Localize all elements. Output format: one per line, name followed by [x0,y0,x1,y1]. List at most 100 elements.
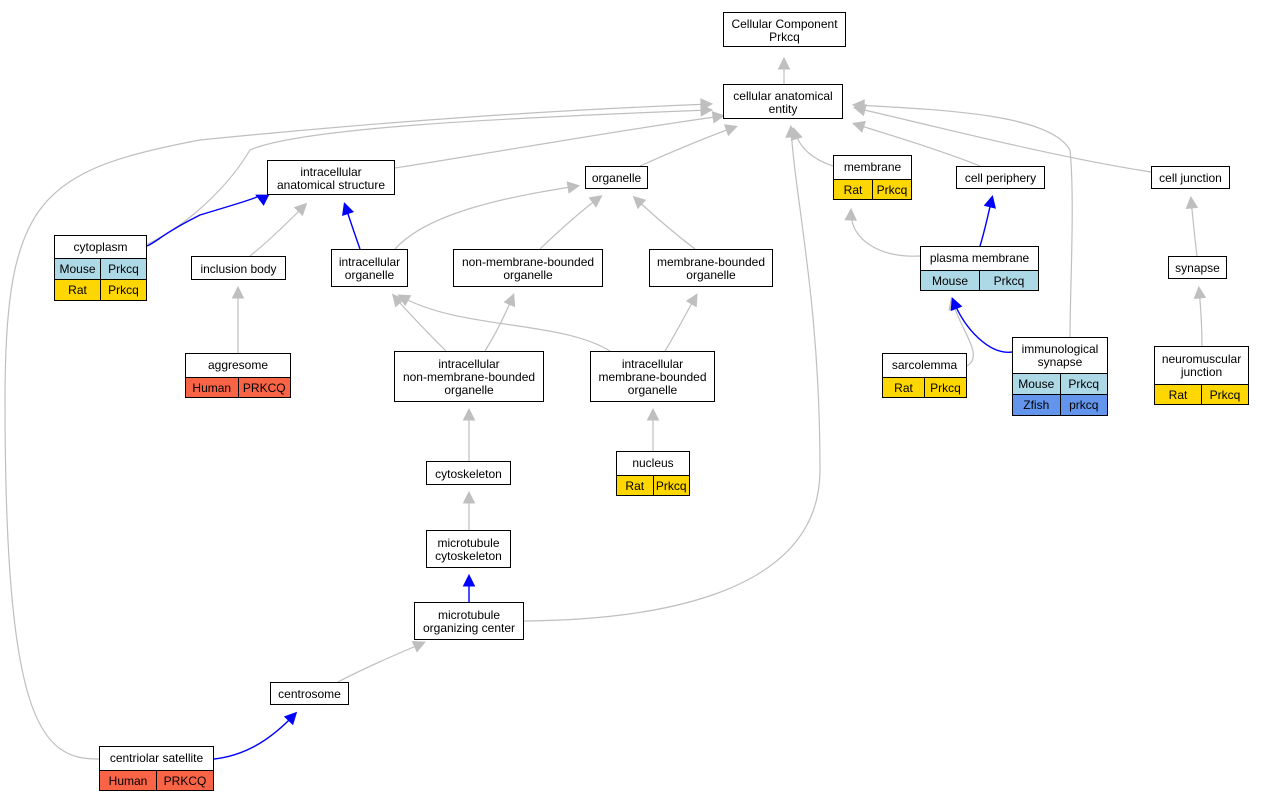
edge-organelle-to-cae [639,126,736,167]
gene-symbol-cell: Prkcq [100,259,146,279]
gene-symbol-cell: Prkcq [979,271,1038,290]
arrowhead-aggresome-to-inclusionbody [231,285,245,299]
edge-cellperiphery-to-cae [854,123,981,167]
node-inclusionbody[interactable]: inclusion body [191,256,286,280]
node-title: microtubule cytoskeleton [435,536,502,563]
edge-mtoc-to-cae [523,127,821,622]
node-title: plasma membrane [929,251,1030,265]
edge-centsat-to-cae [4,103,711,760]
node-root[interactable]: Cellular Component Prkcq [723,12,846,47]
node-title: neuromuscular junction [1161,351,1242,379]
arrowhead-cae-to-root [777,56,791,70]
node-mbo[interactable]: membrane-bounded organelle [649,249,773,287]
node-imbo[interactable]: intracellular membrane-bounded organelle [590,351,715,402]
species-cell: Rat [883,378,924,397]
arrowhead-cytoskeleton-to-inmbo [462,407,476,421]
edge-immsynapse-to-cae [854,104,1073,338]
node-title: cytoskeleton [435,466,502,481]
node-centrosome[interactable]: centrosome [270,682,349,705]
node-title: intracellular membrane-bounded organelle [598,357,707,397]
arrowhead-nucleus-to-imbo [646,407,660,421]
node-cytoskeleton[interactable]: cytoskeleton [426,461,511,485]
node-title: inclusion body [200,261,277,276]
species-cell: Rat [55,280,100,300]
edge-centsat-to-centrosome [213,713,296,760]
gene-symbol-cell: Prkcq [924,378,966,397]
node-cae[interactable]: cellular anatomical entity [723,84,843,119]
species-cell: Mouse [55,259,100,279]
species-cell: Mouse [921,271,979,290]
gene-symbol-cell: Prkcq [1059,374,1107,394]
edge-nmbo-to-organelle [539,196,601,250]
species-cell: Mouse [1013,374,1060,394]
node-title: organelle [591,171,642,185]
node-title: immunological synapse [1021,341,1099,369]
edge-cytoplasm-to-ias [146,195,259,247]
arrowhead-imbo-to-intraorganelle [397,294,412,307]
node-inmbo[interactable]: intracellular non-membrane-bounded organ… [394,351,544,402]
edge-celljunction-to-cae [855,107,1152,173]
arrowhead-immsynapse-to-cae [851,99,865,112]
node-mtoc[interactable]: microtubule organizing center [414,602,524,640]
species-cell: Human [100,771,156,790]
node-organelle[interactable]: organelle [585,166,648,189]
arrowhead-plasmamembrane-to-cellperiphery [983,194,996,209]
edge-centrosome-to-mtoc [337,642,424,683]
species-cell: Rat [834,180,872,199]
node-intraorganelle[interactable]: intracellular organelle [331,249,408,287]
arrowhead-mbo-to-organelle [632,195,647,210]
node-title: membrane-bounded organelle [656,255,766,282]
edge-ias-to-cae [394,115,723,169]
node-title: cell periphery [964,171,1037,185]
arrowhead-mtoc-to-cae [785,124,798,138]
edge-immsynapse-to-plasmamembrane [952,299,1013,353]
node-title: sarcolemma [891,358,958,372]
edge-intraorganelle-to-organelle [394,185,578,250]
edge-inmbo-to-intraorganelle [393,295,447,352]
arrowhead-inmbo-to-nmbo [503,293,516,308]
arrowhead-organelle-to-cae [723,124,738,137]
node-celljunction[interactable]: cell junction [1151,166,1230,189]
arrowhead-intraorganelle-to-ias [342,202,354,217]
arrowhead-mtoc-to-mtcyto [462,573,476,587]
node-cellperiphery[interactable]: cell periphery [956,166,1045,189]
node-title: intracellular organelle [338,255,401,282]
node-title: intracellular anatomical structure [276,164,386,192]
node-mtcyto[interactable]: microtubule cytoskeleton [426,530,511,568]
gene-symbol-cell: Prkcq [1201,385,1248,404]
arrowhead-plasmamembrane-to-membrane [844,207,857,221]
species-cell: Rat [617,476,653,495]
edge-cytoplasm-to-cae [146,109,711,245]
arrowhead-inclusionbody-to-ias [293,202,308,217]
gene-symbol-cell: Prkcq [872,180,911,199]
gene-symbol-cell: prkcq [1059,395,1107,415]
arrowhead-centsat-to-centrosome [283,711,298,726]
arrowhead-ias-to-cae [711,111,726,124]
node-title: non-membrane-bounded organelle [461,255,595,282]
arrowhead-mtcyto-to-cytoskeleton [462,490,476,504]
node-synapse[interactable]: synapse [1168,256,1227,279]
node-nmbo[interactable]: non-membrane-bounded organelle [453,249,603,287]
gene-symbol-cell: PRKCQ [156,771,213,790]
node-ias[interactable]: intracellular anatomical structure [267,160,395,195]
gene-symbol-cell: Prkcq [652,476,689,495]
